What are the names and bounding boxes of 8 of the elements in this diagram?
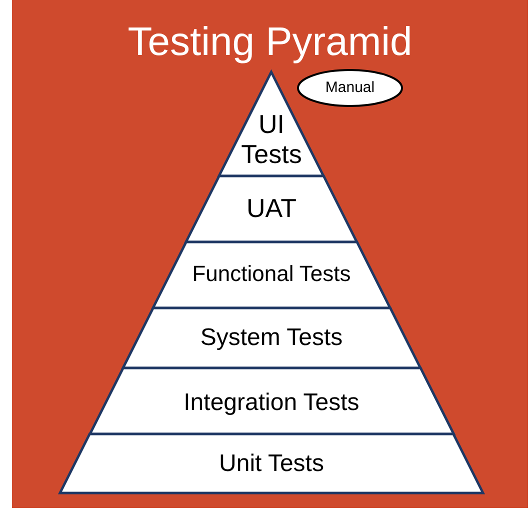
- title: Testing Pyramid: [126, 19, 414, 66]
- tier-label: Unit Tests: [218, 450, 325, 478]
- tier-label: UAT: [245, 194, 298, 224]
- tier-label: Integration Tests: [182, 389, 360, 417]
- tier-label: UI Tests: [240, 110, 303, 170]
- callout-label: Manual: [325, 79, 375, 97]
- tier-label: Functional Tests: [191, 261, 352, 286]
- tier-label: System Tests: [199, 324, 344, 352]
